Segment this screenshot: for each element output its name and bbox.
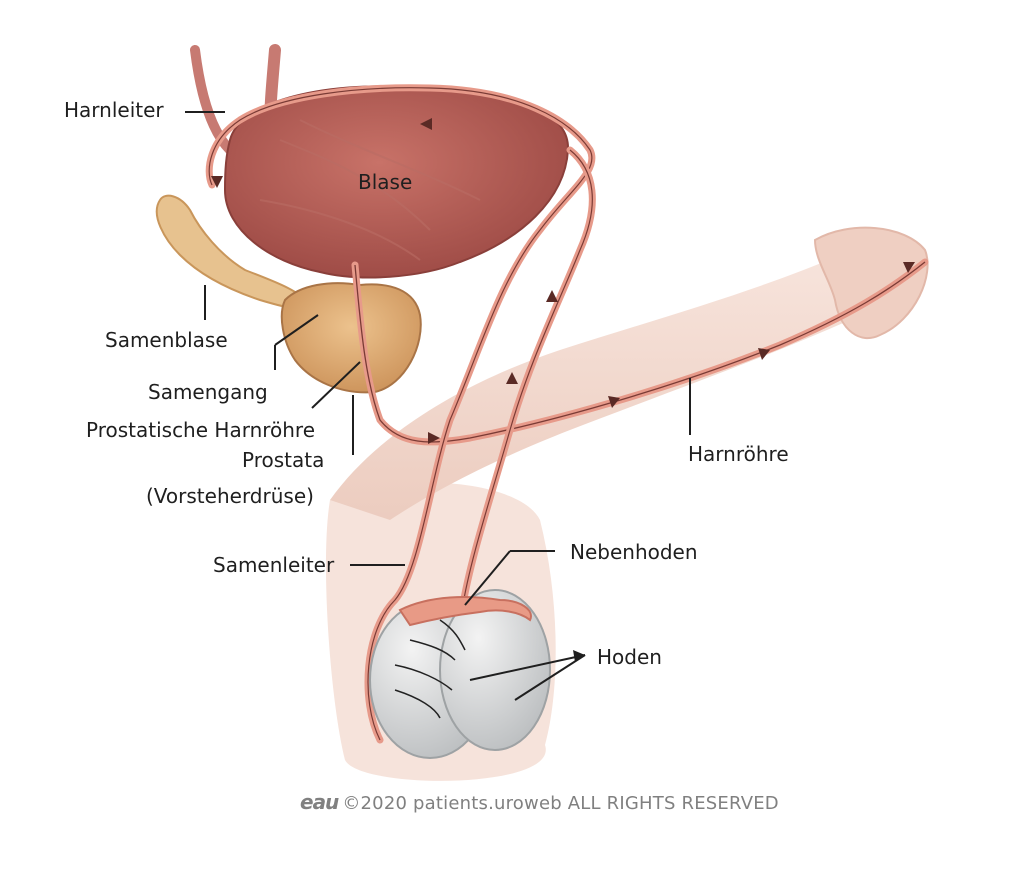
label-harnleiter: Harnleiter [64,98,164,122]
label-prostatische-harnroehre: Prostatische Harnröhre [86,418,316,442]
label-vorsteherdruese: (Vorsteherdrüse) [146,484,314,508]
leader-lines [185,111,691,701]
label-samenblase: Samenblase [105,328,228,352]
penis-shaft [330,254,861,521]
label-prostata: Prostata [242,448,325,472]
epididymis [398,596,532,627]
label-blase: Blase [358,170,413,194]
glans [813,226,929,340]
label-nebenhoden: Nebenhoden [570,540,698,564]
copyright-footer: eau©2020 patients.uroweb ALL RIGHTS RESE… [300,790,779,814]
label-hoden: Hoden [597,645,662,669]
label-samengang: Samengang [148,380,268,404]
label-harnroehre: Harnröhre [688,442,789,466]
prostate [280,282,422,394]
eau-logo: eau [300,790,339,814]
seminiferous-tubules [394,619,466,719]
label-samenleiter: Samenleiter [213,553,335,577]
copyright-text: ©2020 patients.uroweb ALL RIGHTS RESERVE… [342,793,779,814]
testis-right [439,589,551,751]
flow-arrows [211,118,915,444]
